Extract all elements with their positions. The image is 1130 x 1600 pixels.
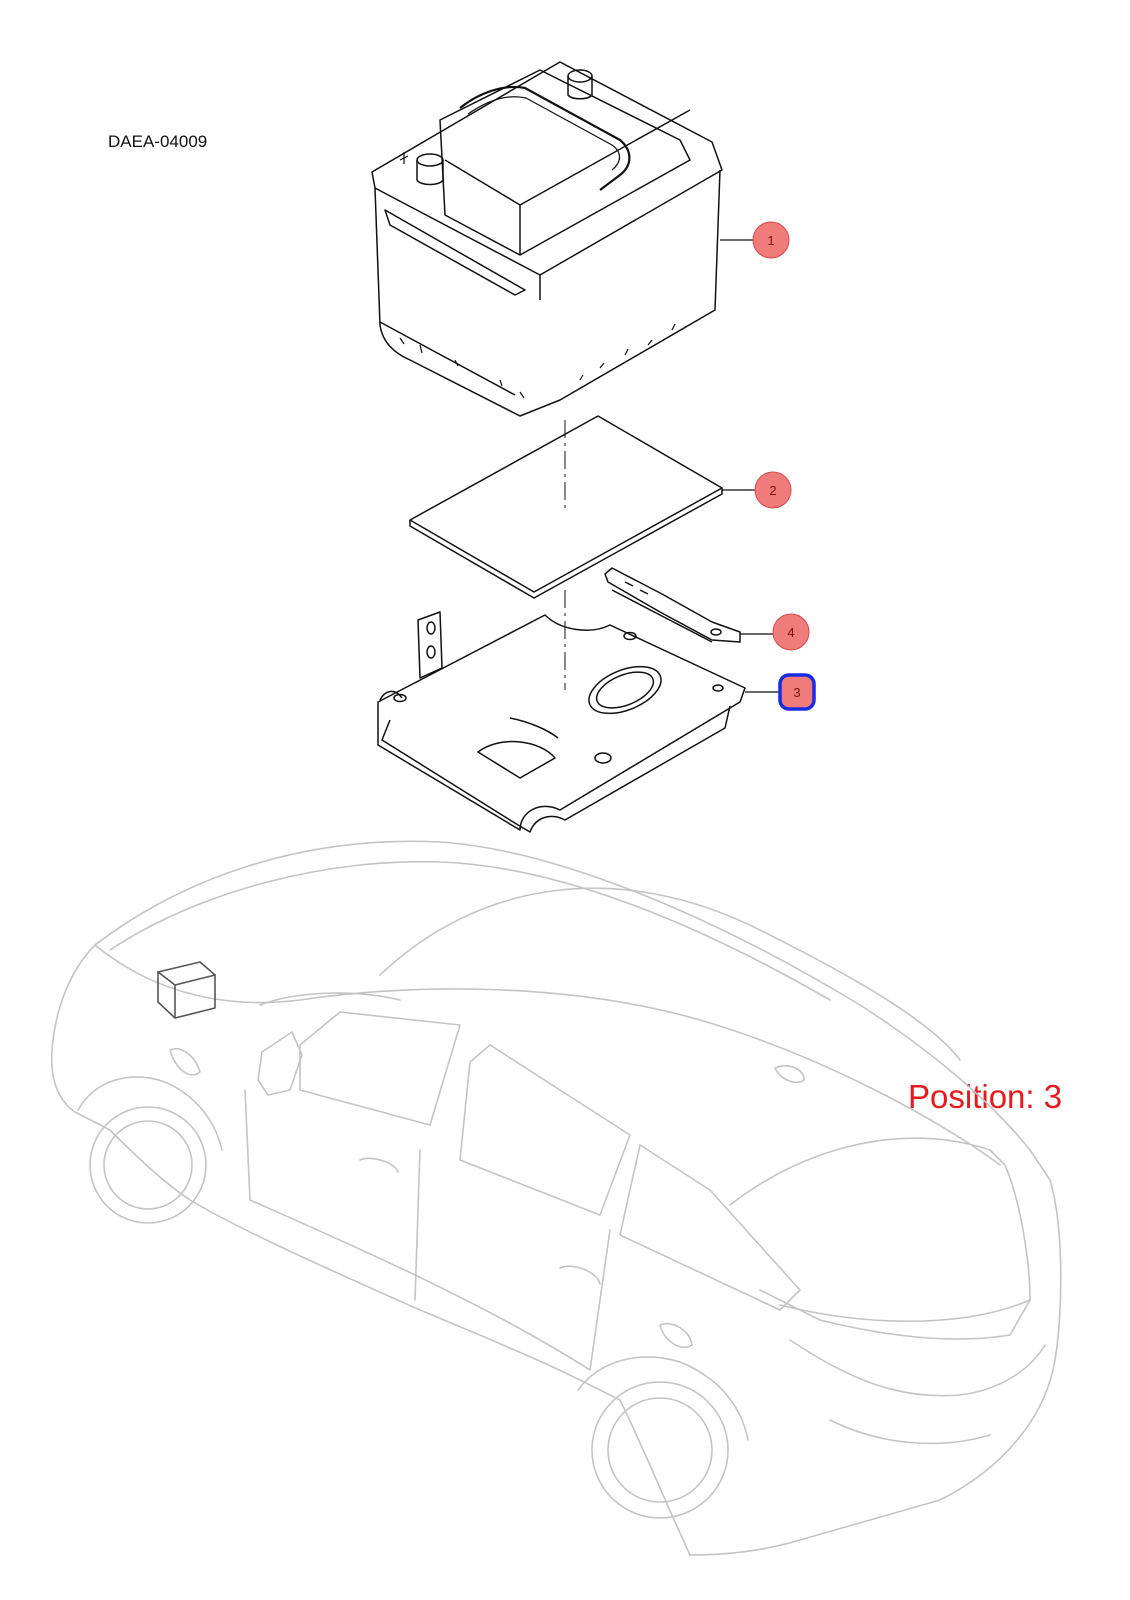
callout-2-number: 2 [769, 483, 776, 498]
callout-2[interactable]: 2 [722, 471, 792, 509]
battery-pad-drawing [409, 415, 723, 599]
diagram-code: DAEA-04009 [108, 132, 208, 151]
hold-down-clamp-drawing [604, 567, 741, 643]
battery-drawing [371, 61, 723, 690]
battery-tray-drawing [377, 611, 746, 833]
callout-1[interactable]: 1 [720, 221, 790, 259]
callout-1-number: 1 [767, 233, 774, 248]
vehicle-outline [50, 840, 1062, 1556]
callout-3-selected[interactable]: 3 [745, 673, 816, 711]
callout-4-number: 4 [787, 625, 794, 640]
callout-3-number: 3 [793, 685, 800, 700]
position-label: Position: 3 [908, 1078, 1063, 1115]
callout-4[interactable]: 4 [740, 613, 810, 651]
